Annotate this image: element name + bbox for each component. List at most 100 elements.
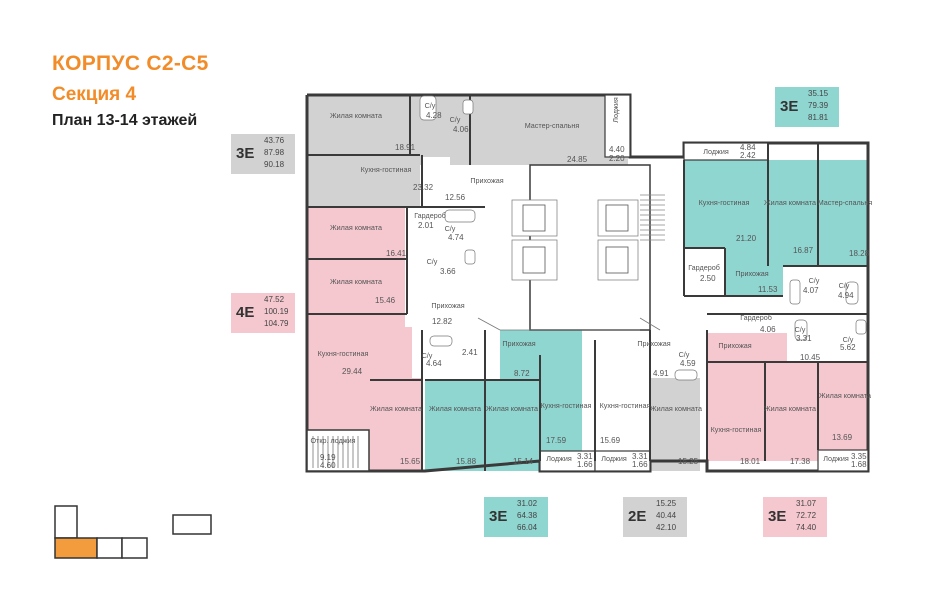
total-area: 79.39 bbox=[808, 101, 829, 110]
svg-text:4.06: 4.06 bbox=[453, 125, 469, 134]
svg-text:11.53: 11.53 bbox=[758, 285, 778, 294]
svg-text:2.42: 2.42 bbox=[740, 151, 756, 160]
svg-text:Гардероб: Гардероб bbox=[414, 211, 446, 220]
svg-text:Кухня-гостиная: Кухня-гостиная bbox=[541, 401, 592, 410]
apartment-type-code: 3E bbox=[768, 508, 787, 525]
svg-text:Прихожая: Прихожая bbox=[718, 341, 751, 350]
apartment-5-teal[interactable] bbox=[684, 160, 868, 296]
floor-plan-title: План 13-14 этажей bbox=[52, 112, 198, 129]
svg-text:Кухня-гостиная: Кухня-гостиная bbox=[600, 401, 651, 410]
svg-text:3.31: 3.31 bbox=[577, 452, 593, 461]
svg-text:4.28: 4.28 bbox=[426, 111, 442, 120]
apartment-6-pink[interactable] bbox=[707, 333, 868, 461]
apartment-2-pink[interactable] bbox=[307, 207, 485, 471]
svg-text:4.40: 4.40 bbox=[609, 145, 625, 154]
living-area: 43.76 bbox=[264, 136, 285, 145]
key-plan-section-highlighted[interactable] bbox=[54, 537, 98, 559]
key-plan-section[interactable] bbox=[172, 514, 212, 535]
svg-text:Гардероб: Гардероб bbox=[740, 313, 772, 322]
svg-text:16.41: 16.41 bbox=[386, 249, 407, 258]
svg-text:9.19: 9.19 bbox=[320, 453, 336, 462]
svg-text:1.66: 1.66 bbox=[632, 460, 648, 469]
apartment-type-code: 3E bbox=[780, 98, 799, 115]
svg-text:4.91: 4.91 bbox=[653, 369, 669, 378]
svg-text:Лоджия: Лоджия bbox=[823, 454, 849, 463]
svg-text:Лоджия: Лоджия bbox=[546, 454, 572, 463]
svg-text:Жилая комната: Жилая комната bbox=[764, 404, 816, 413]
apartment-3-teal[interactable] bbox=[425, 330, 582, 471]
key-plan-section[interactable] bbox=[121, 537, 148, 559]
svg-text:15.88: 15.88 bbox=[456, 457, 477, 466]
svg-text:Мастер-спальня: Мастер-спальня bbox=[818, 198, 873, 207]
total-area: 100.19 bbox=[264, 307, 289, 316]
svg-text:3.66: 3.66 bbox=[440, 267, 456, 276]
svg-text:23.32: 23.32 bbox=[413, 183, 434, 192]
svg-text:Жилая комната: Жилая комната bbox=[429, 404, 481, 413]
svg-text:21.20: 21.20 bbox=[736, 234, 757, 243]
key-plan-section[interactable] bbox=[96, 537, 123, 559]
svg-text:Гардероб: Гардероб bbox=[688, 263, 720, 272]
apartment-4-gray[interactable] bbox=[595, 340, 700, 471]
total-area: 40.44 bbox=[656, 511, 677, 520]
svg-text:16.87: 16.87 bbox=[793, 246, 814, 255]
svg-text:2.50: 2.50 bbox=[700, 274, 716, 283]
interior-walls bbox=[307, 95, 868, 471]
key-plan-section[interactable] bbox=[54, 505, 78, 539]
svg-text:Прихожая: Прихожая bbox=[470, 176, 503, 185]
svg-text:8.72: 8.72 bbox=[514, 369, 530, 378]
apartment-type-code: 3E bbox=[236, 145, 255, 162]
svg-text:29.44: 29.44 bbox=[342, 367, 363, 376]
svg-text:Жилая комната: Жилая комната bbox=[764, 198, 816, 207]
svg-text:Жилая комната: Жилая комната bbox=[819, 391, 871, 400]
svg-text:Жилая комната: Жилая комната bbox=[330, 111, 382, 120]
svg-text:5.62: 5.62 bbox=[840, 343, 856, 352]
building-title: КОРПУС С2-С5 bbox=[52, 52, 209, 75]
svg-text:15.65: 15.65 bbox=[400, 457, 421, 466]
svg-text:4.06: 4.06 bbox=[760, 325, 776, 334]
svg-text:18.01: 18.01 bbox=[740, 457, 761, 466]
svg-text:Жилая комната: Жилая комната bbox=[650, 404, 702, 413]
svg-text:18.28: 18.28 bbox=[849, 249, 870, 258]
loggia-railing bbox=[312, 436, 359, 468]
svg-text:С/у: С/у bbox=[795, 325, 806, 334]
svg-text:2.20: 2.20 bbox=[609, 154, 625, 163]
svg-text:Прихожая: Прихожая bbox=[431, 301, 464, 310]
svg-text:13.69: 13.69 bbox=[832, 433, 853, 442]
svg-text:С/у: С/у bbox=[427, 257, 438, 266]
svg-text:1.68: 1.68 bbox=[851, 460, 867, 469]
svg-text:Откр. лоджия: Откр. лоджия bbox=[310, 436, 355, 445]
svg-text:3.35: 3.35 bbox=[851, 452, 867, 461]
svg-text:4.74: 4.74 bbox=[448, 233, 464, 242]
total-area-with-loggia: 104.79 bbox=[264, 319, 289, 328]
svg-text:4.07: 4.07 bbox=[803, 286, 819, 295]
apartment-type-code: 2E bbox=[628, 508, 647, 525]
svg-text:Жилая комната: Жилая комната bbox=[486, 404, 538, 413]
key-plan bbox=[54, 505, 212, 559]
living-area: 35.15 bbox=[808, 89, 829, 98]
total-area-with-loggia: 66.04 bbox=[517, 523, 538, 532]
svg-text:15.69: 15.69 bbox=[600, 436, 621, 445]
apartment-badge[interactable]: 3E 35.15 79.39 81.81 bbox=[775, 87, 839, 127]
svg-text:15.14: 15.14 bbox=[513, 457, 534, 466]
svg-text:2.01: 2.01 bbox=[418, 221, 434, 230]
total-area: 72.72 bbox=[796, 511, 817, 520]
svg-text:24.85: 24.85 bbox=[567, 155, 588, 164]
svg-text:С/у: С/у bbox=[843, 335, 854, 344]
svg-text:17.38: 17.38 bbox=[790, 457, 811, 466]
total-area-with-loggia: 81.81 bbox=[808, 113, 829, 122]
svg-text:4.84: 4.84 bbox=[740, 143, 756, 152]
svg-text:Прихожая: Прихожая bbox=[735, 269, 768, 278]
loggia-a6 bbox=[817, 449, 869, 472]
svg-text:4.59: 4.59 bbox=[680, 359, 696, 368]
apartment-type-code: 4E bbox=[236, 304, 255, 321]
svg-text:15.46: 15.46 bbox=[375, 296, 396, 305]
svg-text:12.82: 12.82 bbox=[432, 317, 453, 326]
svg-text:3.31: 3.31 bbox=[796, 334, 812, 343]
loggia-a1 bbox=[604, 94, 631, 158]
